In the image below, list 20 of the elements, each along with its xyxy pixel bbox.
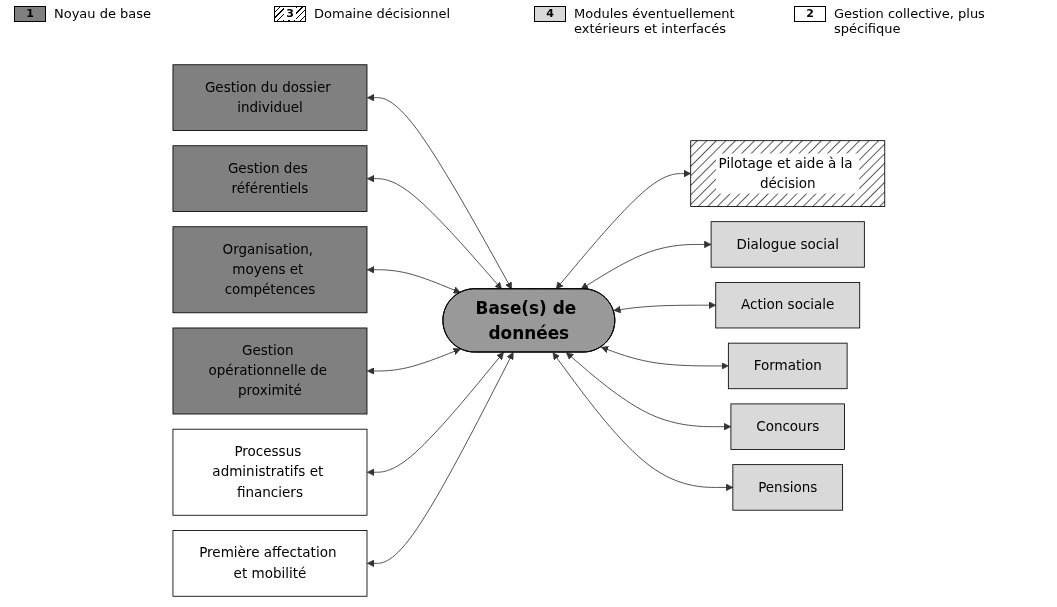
node-box: Formation xyxy=(727,342,848,390)
legend-text: Gestion collective, plus spécifique xyxy=(834,6,986,36)
legend-text: Noyau de base xyxy=(54,6,152,21)
node-box: Gestion du dossier individuel xyxy=(172,64,368,131)
node-box: Dialogue social xyxy=(710,221,865,268)
legend-text: Modules éventuellement extérieurs et interfacés xyxy=(574,6,736,36)
node-box: Concours xyxy=(730,403,845,450)
legend-swatch: 1 xyxy=(14,6,46,22)
legend-text: Domaine décisionnel xyxy=(314,6,450,21)
node-box: Organisation, moyens et compétences xyxy=(172,226,368,314)
legend-swatch: 3 xyxy=(274,6,306,22)
node-box: Action sociale xyxy=(714,282,860,329)
node-box: Première affectation et mobilité xyxy=(172,530,368,597)
node-box: Gestion opérationnelle de proximité xyxy=(172,327,368,415)
node-box: Gestion des référentiels xyxy=(172,145,368,212)
node-box: Pensions xyxy=(732,464,843,511)
node-box: Pilotage et aide à la décision xyxy=(689,140,885,207)
legend-swatch: 2 xyxy=(794,6,826,22)
legend-swatch: 4 xyxy=(534,6,566,22)
node-box: Processus administratifs et financiers xyxy=(172,428,368,516)
